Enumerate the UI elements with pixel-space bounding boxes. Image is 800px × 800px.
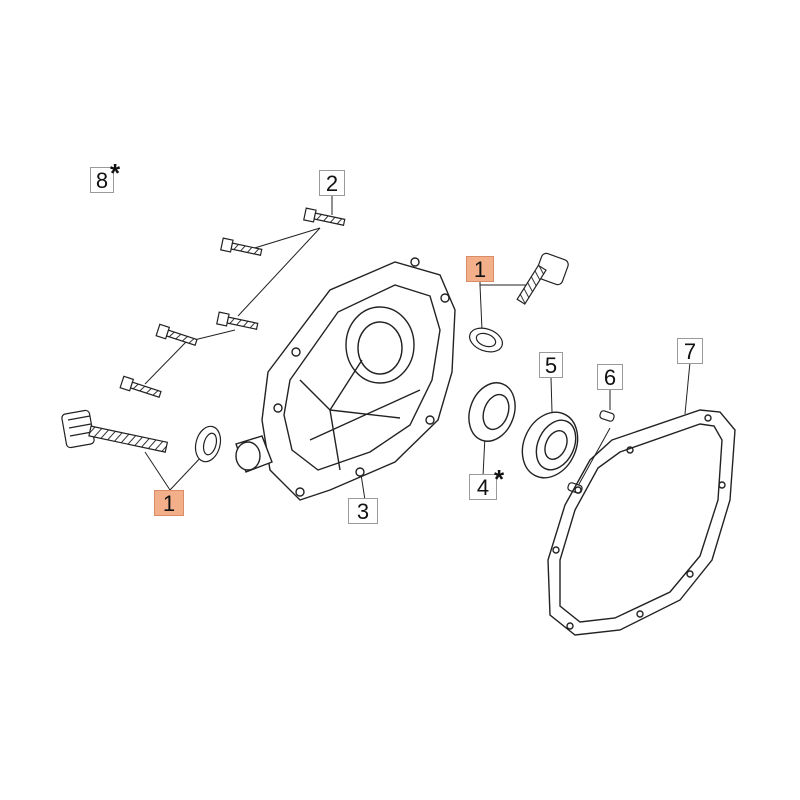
callout-6: 6 [597, 364, 623, 390]
bolt [217, 312, 259, 332]
callout-2: 2 [319, 170, 345, 196]
bolt [156, 324, 198, 348]
callout-4: 4 [469, 474, 497, 500]
ball-bearing [512, 403, 588, 487]
star-8: * [110, 158, 121, 188]
callout-5: 5 [539, 352, 563, 378]
o-ring-left [192, 424, 224, 465]
callout-8: 8 [90, 167, 114, 193]
oil-filler-plug-right [517, 252, 569, 304]
callout-7: 7 [677, 338, 703, 364]
bolt [120, 376, 162, 400]
callout-3: 3 [348, 498, 378, 524]
bolt-set [120, 208, 345, 400]
oil-filler-plug-left [61, 410, 167, 452]
bolt [221, 238, 263, 258]
callout-1-bottom: 1 [154, 490, 184, 516]
callout-1-top: 1 [466, 256, 494, 282]
bolt [304, 208, 346, 228]
crankcase-cover [236, 258, 455, 500]
star-4: * [494, 464, 505, 494]
o-ring-right [466, 324, 505, 356]
gasket [548, 410, 735, 635]
oil-seal [461, 376, 523, 447]
